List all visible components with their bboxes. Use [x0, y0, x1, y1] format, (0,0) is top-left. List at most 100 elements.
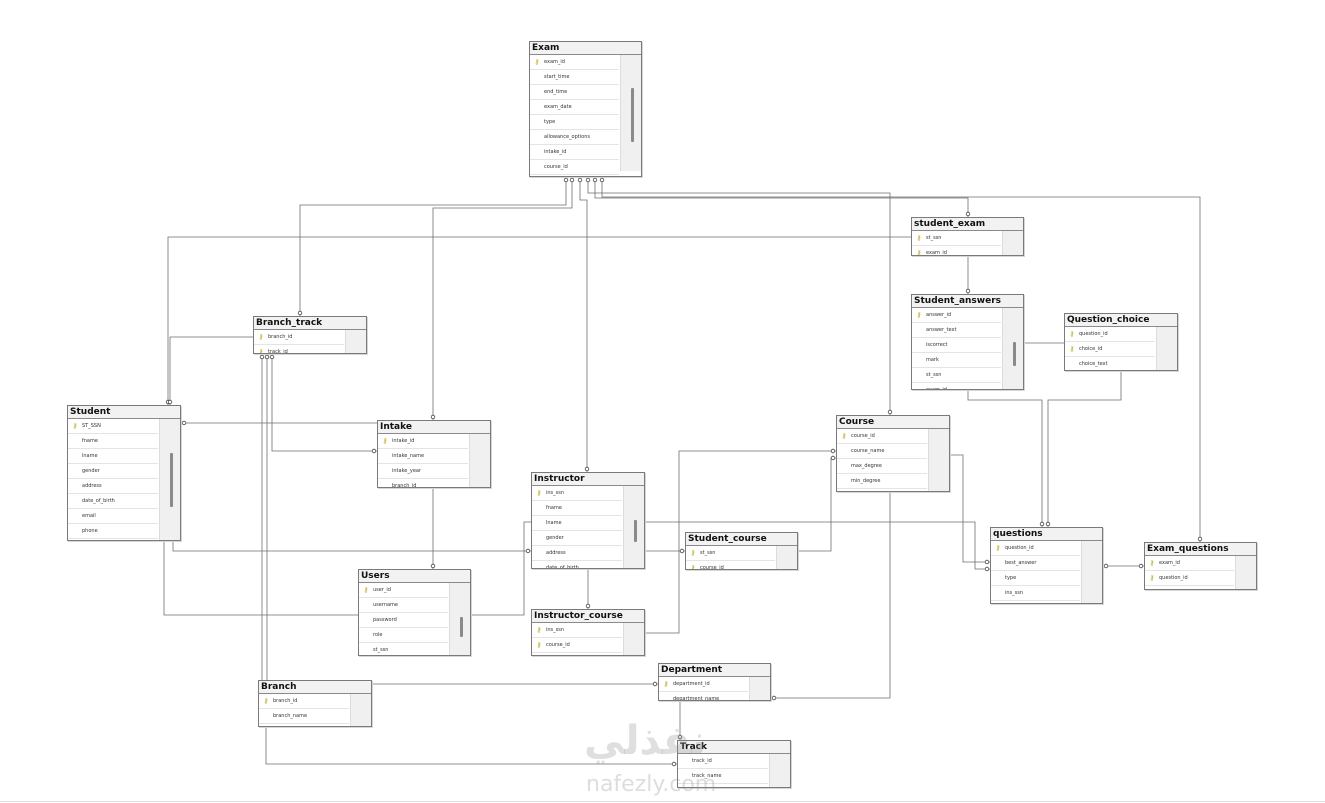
- column-row[interactable]: gender: [532, 531, 622, 546]
- column-row[interactable]: username: [359, 598, 448, 613]
- column-row[interactable]: ⚷intake_id: [378, 434, 468, 449]
- column-row[interactable]: ⚷exam_id: [1145, 556, 1234, 571]
- column-row[interactable]: email: [68, 509, 158, 524]
- table-instructor-course[interactable]: Instructor_course⚷ins_ssn⚷course_id: [531, 609, 645, 656]
- column-row[interactable]: phone: [68, 524, 158, 539]
- column-row[interactable]: start_time: [530, 70, 619, 85]
- table-scrollbar[interactable]: [1002, 231, 1023, 255]
- column-row[interactable]: gender: [68, 464, 158, 479]
- column-row[interactable]: fname: [532, 501, 622, 516]
- column-row[interactable]: course_name: [837, 444, 927, 459]
- relationship-line[interactable]: [771, 492, 891, 699]
- relationship-line[interactable]: [271, 354, 377, 452]
- scrollbar-thumb[interactable]: [170, 453, 173, 507]
- column-row[interactable]: ⚷exam_id: [530, 55, 619, 70]
- relationship-line[interactable]: [798, 457, 836, 552]
- column-row[interactable]: ⚷question_id: [1065, 327, 1155, 342]
- relationship-line[interactable]: [950, 454, 990, 563]
- table-scrollbar[interactable]: [1081, 541, 1102, 603]
- column-row[interactable]: lname: [532, 516, 622, 531]
- table-scrollbar[interactable]: [449, 583, 470, 655]
- column-row[interactable]: choice_text: [1065, 357, 1155, 370]
- column-row[interactable]: intake_year: [378, 464, 468, 479]
- column-row[interactable]: st_ssn: [359, 643, 448, 655]
- scrollbar-thumb[interactable]: [1013, 342, 1016, 366]
- relationship-line[interactable]: [169, 336, 253, 405]
- column-row[interactable]: role: [359, 628, 448, 643]
- table-scrollbar[interactable]: [620, 55, 641, 171]
- scrollbar-thumb[interactable]: [460, 617, 463, 637]
- column-row[interactable]: mark: [912, 353, 1001, 368]
- column-row[interactable]: ⚷ins_ssn: [532, 623, 622, 638]
- relationship-line[interactable]: [601, 180, 1201, 542]
- relationship-line[interactable]: [645, 450, 836, 634]
- table-branch-track[interactable]: Branch_track⚷branch_id⚷track_id: [253, 316, 367, 354]
- column-row[interactable]: date_of_birth: [68, 494, 158, 509]
- column-row[interactable]: best_answer: [991, 556, 1080, 571]
- column-row[interactable]: track_name: [678, 769, 768, 784]
- column-row[interactable]: type: [991, 571, 1080, 586]
- relationship-line[interactable]: [172, 541, 531, 552]
- relationship-line[interactable]: [163, 541, 358, 616]
- table-scrollbar[interactable]: [1235, 556, 1256, 589]
- column-row[interactable]: intake_name: [378, 449, 468, 464]
- scrollbar-thumb[interactable]: [634, 520, 637, 542]
- column-row[interactable]: address: [68, 479, 158, 494]
- relationship-line[interactable]: [432, 180, 573, 420]
- scrollbar-thumb[interactable]: [631, 88, 634, 142]
- column-row[interactable]: lname: [68, 449, 158, 464]
- relationship-line[interactable]: [967, 390, 1043, 527]
- table-scrollbar[interactable]: [469, 434, 490, 487]
- column-row[interactable]: type: [530, 115, 619, 130]
- column-row[interactable]: ⚷exam_id: [912, 246, 1001, 255]
- column-row[interactable]: ⚷answer_id: [912, 308, 1001, 323]
- column-row[interactable]: ⚷branch_id: [259, 694, 349, 709]
- column-row[interactable]: date_of_birth: [532, 561, 622, 568]
- relationship-line[interactable]: [587, 180, 891, 415]
- relationship-line[interactable]: [645, 521, 990, 570]
- table-exam-questions[interactable]: Exam_questions⚷exam_id⚷question_id: [1144, 542, 1257, 590]
- table-scrollbar[interactable]: [1002, 308, 1023, 389]
- column-row[interactable]: answer_text: [912, 323, 1001, 338]
- column-row[interactable]: ⚷question_id: [1145, 571, 1234, 586]
- relationship-line[interactable]: [265, 727, 677, 765]
- column-row[interactable]: track_id: [68, 539, 158, 540]
- column-row[interactable]: fname: [68, 434, 158, 449]
- table-student-course[interactable]: Student_course⚷st_ssn⚷course_id: [685, 532, 798, 570]
- column-row[interactable]: track_id: [678, 754, 768, 769]
- column-row[interactable]: ⚷department_id: [659, 677, 748, 692]
- column-row[interactable]: ⚷course_id: [837, 429, 927, 444]
- relationship-line[interactable]: [594, 180, 969, 217]
- column-row[interactable]: exam_date: [530, 100, 619, 115]
- column-row[interactable]: intake_id: [530, 145, 619, 160]
- column-row[interactable]: ⚷course_id: [686, 561, 775, 569]
- column-row[interactable]: branch_id: [378, 479, 468, 487]
- column-row[interactable]: ⚷branch_id: [254, 330, 344, 345]
- column-row[interactable]: iscorrect: [912, 338, 1001, 353]
- table-student-exam[interactable]: student_exam⚷st_ssn⚷exam_id: [911, 217, 1024, 256]
- relationship-line[interactable]: [471, 521, 531, 616]
- column-row[interactable]: exam_id: [912, 383, 1001, 389]
- column-row[interactable]: instructor_id: [530, 175, 619, 176]
- column-row[interactable]: ⚷ST_SSN: [68, 419, 158, 434]
- column-row[interactable]: ⚷track_id: [254, 345, 344, 353]
- table-scrollbar[interactable]: [623, 486, 644, 568]
- column-row[interactable]: course_id: [530, 160, 619, 175]
- table-scrollbar[interactable]: [350, 694, 371, 726]
- relationship-line[interactable]: [579, 180, 588, 472]
- table-scrollbar[interactable]: [623, 623, 644, 655]
- column-row[interactable]: max_degree: [837, 459, 927, 474]
- column-row[interactable]: end_time: [530, 85, 619, 100]
